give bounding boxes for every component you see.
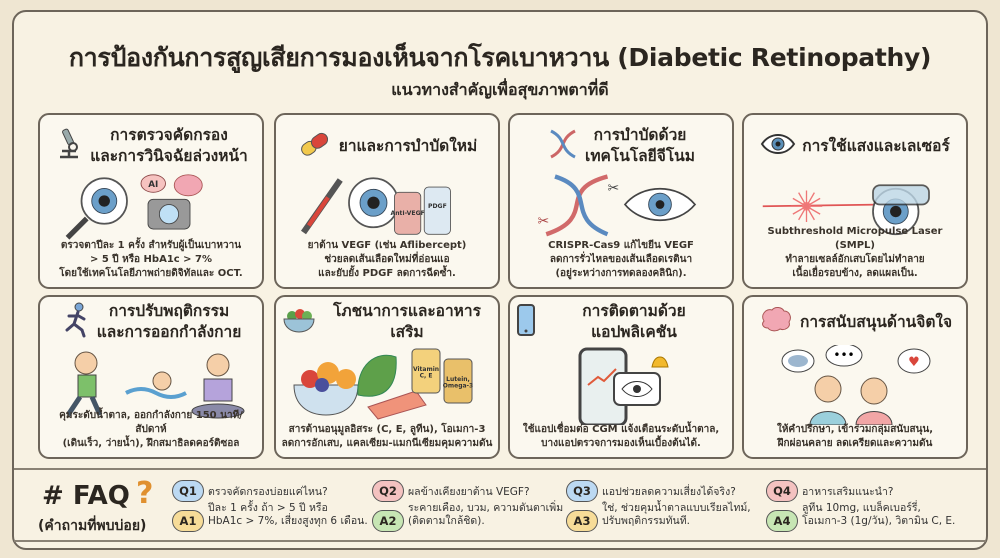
card-body: ให้คำปรึกษา, เข้าร่วมกลุ่มสนับสนุน, ฝึกผ… <box>776 424 934 449</box>
faq-item-3: Q3 แอปช่วยลดความเสี่ยงได้จริง? A3 ใช่, ช… <box>566 480 776 540</box>
faq-question: ผลข้างเคียงยาต้าน VEGF? <box>408 486 530 498</box>
card-5: การปรับพฤติกรรม และการออกกำลังกาย คุมระด… <box>38 295 264 459</box>
faq-item-2: Q2 ผลข้างเคียงยาต้าน VEGF? A2 ระคายเคือง… <box>372 480 582 540</box>
card-7: การติดตามด้วยแอปพลิเคชัน ใช้แอปเชื่อมต่อ… <box>508 295 734 459</box>
faq-subtitle: (คำถามที่พบบ่อย) <box>38 518 147 534</box>
svg-text:✂: ✂ <box>538 214 550 230</box>
card-body: สารต้านอนุมูลอิสระ (C, E, ลูทีน), โอเมกา… <box>281 424 493 449</box>
svg-text:♥: ♥ <box>908 355 920 370</box>
faq-question: แอปช่วยลดความเสี่ยงได้จริง? <box>602 486 736 498</box>
card-title: ยาและการบำบัดใหม่ <box>338 136 478 155</box>
card-body: Subthreshold Micropulse Laser (SMPL) ทำล… <box>767 226 943 279</box>
card-body: ตรวจตาปีละ 1 ครั้ง สำหรับผู้เป็นเบาหวาน … <box>59 240 243 279</box>
faq-item-4: Q4 อาหารเสริมแนะนำ? A4 ลูทีน 10mg, แบล็ค… <box>766 480 976 540</box>
faq-answer: ระคายเคือง, บวม, ความดันตาเพิ่ม (ติดตามใ… <box>408 502 564 527</box>
run-swim-yoga-illustration <box>65 351 245 419</box>
salad-icon <box>282 306 316 338</box>
card-title: โภชนาการและอาหารเสริม <box>333 302 481 341</box>
microscope-icon <box>54 127 84 165</box>
card-title: การตรวจคัดกรอง และการวินิจฉัยล่วงหน้า <box>90 126 248 165</box>
card-2: ยาและการบำบัดใหม่ Anti-VEGF PDGF ยาต้าน V… <box>274 113 500 289</box>
pill-icon <box>297 129 333 163</box>
faq-question: ตรวจคัดกรองบ่อยแค่ไหน? <box>208 486 328 498</box>
card-body: CRISPR-Cas9 แก้ไขยีน VEGF ลดการรั่วไหลขอ… <box>548 240 694 279</box>
faq-answer: ปีละ 1 ครั้ง ถ้า > 5 ปี หรือ HbA1c > 7%,… <box>208 502 368 527</box>
illustration-label: PDGF <box>428 203 447 210</box>
card-title: การใช้แสงและเลเซอร์ <box>802 136 950 155</box>
card-body: ยาต้าน VEGF (เช่น Aflibercept) ช่วยลดเส้… <box>307 240 467 279</box>
card-4: การใช้แสงและเลเซอร์ Subthreshold Micropu… <box>742 113 968 289</box>
faq-answer: ใช่, ช่วยคุมน้ำตาลแบบเรียลไทม์, ปรับพฤติ… <box>602 502 751 527</box>
phone-chart-eye-bell-illustration <box>578 347 669 425</box>
illustration-label: Anti-VEGF <box>390 210 424 217</box>
question-bubble-icon: Q2 <box>372 480 404 502</box>
dna-scissors-eye-illustration: ✂✂ <box>538 174 697 237</box>
faq-title: # FAQ <box>42 481 130 511</box>
question-mark-icon: ? <box>136 476 154 511</box>
answer-bubble-icon: A2 <box>372 510 404 532</box>
question-bubble-icon: Q1 <box>172 480 204 502</box>
answer-bubble-icon: A1 <box>172 510 204 532</box>
card-title: การปรับพฤติกรรม และการออกกำลังกาย <box>96 302 242 341</box>
illustration-label: Lutein,Omega-3 <box>443 376 473 390</box>
two-people-talking-illustration: ••• ♥ <box>781 345 931 425</box>
question-bubble-icon: Q3 <box>566 480 598 502</box>
card-8: การสนับสนุนด้านจิตใจ ••• ♥ ให้คำปรึกษา, เ… <box>742 295 968 459</box>
phone-icon <box>516 304 536 340</box>
page-title: การป้องกันการสูญเสียการมองเห็นจากโรคเบาห… <box>68 43 932 72</box>
laser-goggles-eye-illustration <box>762 184 930 236</box>
question-bubble-icon: Q4 <box>766 480 798 502</box>
faq-item-1: Q1 ตรวจคัดกรองบ่อยแค่ไหน? A1 ปีละ 1 ครั้… <box>172 480 382 540</box>
dna-icon <box>547 127 579 165</box>
page-subtitle: แนวทางสำคัญเพื่อสุขภาพตาที่ดี <box>391 80 609 99</box>
runner-icon <box>61 302 91 342</box>
card-title: การบำบัดด้วย เทคโนโลยีจีโนม <box>585 126 695 165</box>
card-3: การบำบัดด้วย เทคโนโลยีจีโนม ✂✂ CRISPR-Ca… <box>508 113 734 289</box>
card-title: การติดตามด้วยแอปพลิเคชัน <box>582 302 686 341</box>
eye-magnifier-camera-ai-illustration: AI <box>65 174 203 240</box>
svg-text:✂: ✂ <box>608 180 620 196</box>
faq-answer: ลูทีน 10mg, แบล็คเบอร์รี่, โอเมกา-3 (1g/… <box>802 502 956 527</box>
faq-section <box>14 468 986 542</box>
faq-question: อาหารเสริมแนะนำ? <box>802 486 894 498</box>
brain-icon <box>758 305 794 339</box>
svg-text:•••: ••• <box>833 348 854 362</box>
answer-bubble-icon: A4 <box>766 510 798 532</box>
card-body: ใช้แอปเชื่อมต่อ CGM แจ้งเตือนระดับน้ำตาล… <box>522 424 720 449</box>
syringe-eye-vials-illustration: Anti-VEGF PDGF <box>300 177 451 235</box>
illustration-label: AI <box>148 180 158 190</box>
eye-icon <box>760 132 796 160</box>
card-body: คุมระดับน้ำตาล, ออกกำลังกาย 150 นาที/สัป… <box>59 410 243 449</box>
card-title: การสนับสนุนด้านจิตใจ <box>799 312 953 331</box>
answer-bubble-icon: A3 <box>566 510 598 532</box>
card-1: การตรวจคัดกรอง และการวินิจฉัยล่วงหน้า AI… <box>38 113 264 289</box>
